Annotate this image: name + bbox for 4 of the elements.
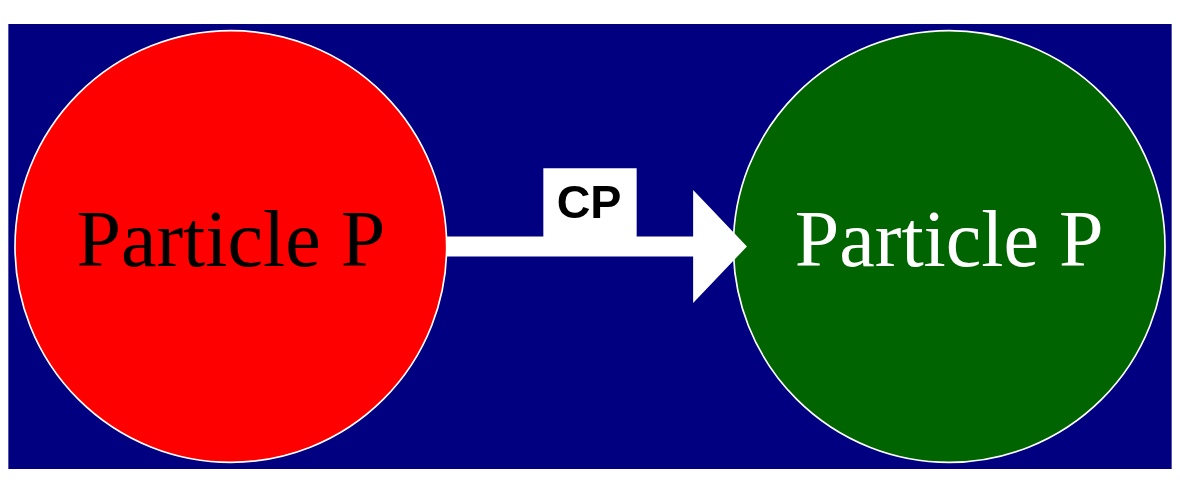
arrow: [447, 189, 747, 303]
node-circle: Particle P: [14, 29, 448, 463]
edge-label: CP: [556, 175, 622, 228]
node-circle: Particle P: [732, 29, 1166, 463]
